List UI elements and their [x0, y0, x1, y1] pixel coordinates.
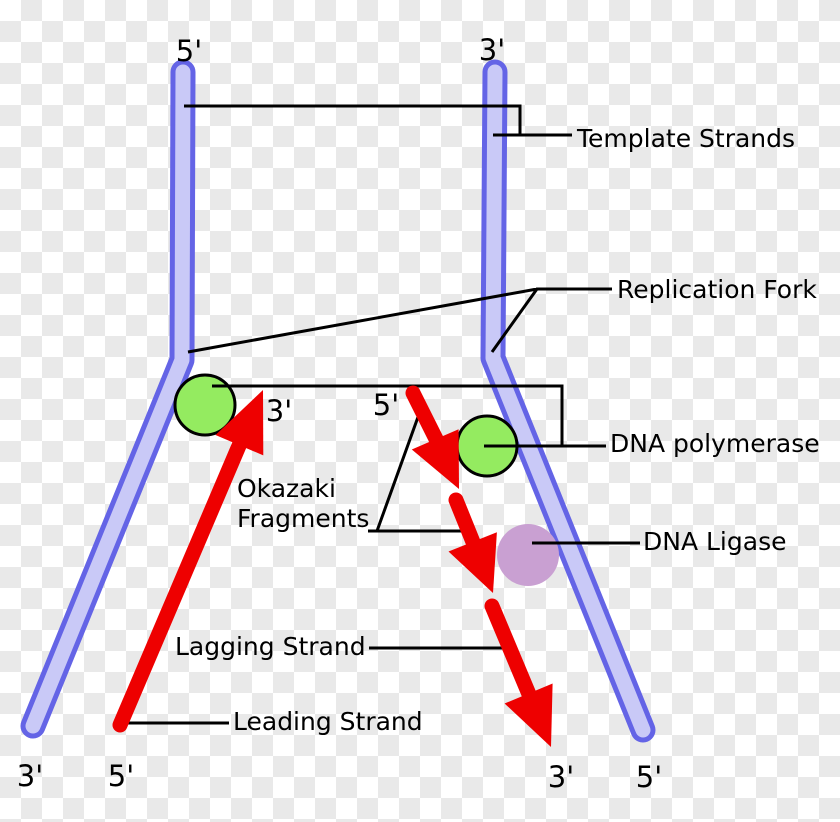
okazaki-fragments-label-line2: Fragments: [237, 504, 369, 533]
okazaki-fragment-arrow-3: [484, 598, 553, 747]
okazaki-fragment-arrow-2: [448, 492, 497, 593]
leading-strand-arrowhead-icon: [215, 390, 264, 456]
replication-fork-pointer: [187, 287, 612, 354]
leading-strand-arrow: [112, 390, 264, 733]
leading-3prime-label: 3': [266, 394, 292, 428]
dna-ligase-circle: [497, 524, 559, 586]
okazaki-fragments-bracket: [368, 416, 465, 533]
okazaki-fragments-label-line1: Okazaki: [237, 474, 336, 503]
okazaki-arrow-3-shaft: [484, 598, 539, 707]
template-strands-label: Template Strands: [576, 124, 795, 153]
okazaki-arrow-2-head-icon: [448, 532, 497, 593]
okazaki-arrow-3-head-icon: [504, 683, 553, 747]
bottom-right-3prime-label: 3': [548, 760, 574, 794]
replication-fork-label: Replication Fork: [617, 275, 817, 304]
bottom-left-5prime-label: 5': [108, 759, 134, 793]
lagging-strand-label: Lagging Strand: [175, 632, 366, 661]
dna-polymerase-circle-leading: [173, 373, 237, 437]
top-right-3prime-label: 3': [479, 33, 505, 67]
dna-polymerase-label: DNA polymerase: [610, 429, 820, 458]
okazaki-fragment-arrow-1: [405, 385, 459, 489]
top-left-5prime-label: 5': [176, 34, 202, 68]
left-template-strand: [20, 59, 196, 739]
okazaki-arrow-1-shaft: [405, 385, 445, 449]
leading-strand-arrow-shaft: [112, 426, 252, 733]
lagging-5prime-label: 5': [373, 388, 399, 422]
okazaki-arrow-1-head-icon: [411, 429, 459, 489]
bottom-far-left-3prime-label: 3': [17, 759, 43, 793]
template-strands-pointer: [184, 104, 572, 137]
okazaki-arrow-2-shaft: [448, 492, 483, 555]
bottom-far-right-5prime-label: 5': [636, 760, 662, 794]
dna-polymerase-pointer: [212, 384, 606, 448]
dna-ligase-label: DNA Ligase: [643, 527, 786, 556]
leading-strand-label: Leading Strand: [233, 707, 423, 736]
right-template-strand: [480, 59, 656, 743]
left-template-strand-fill: [25, 64, 191, 734]
right-template-strand-fill: [485, 64, 651, 738]
